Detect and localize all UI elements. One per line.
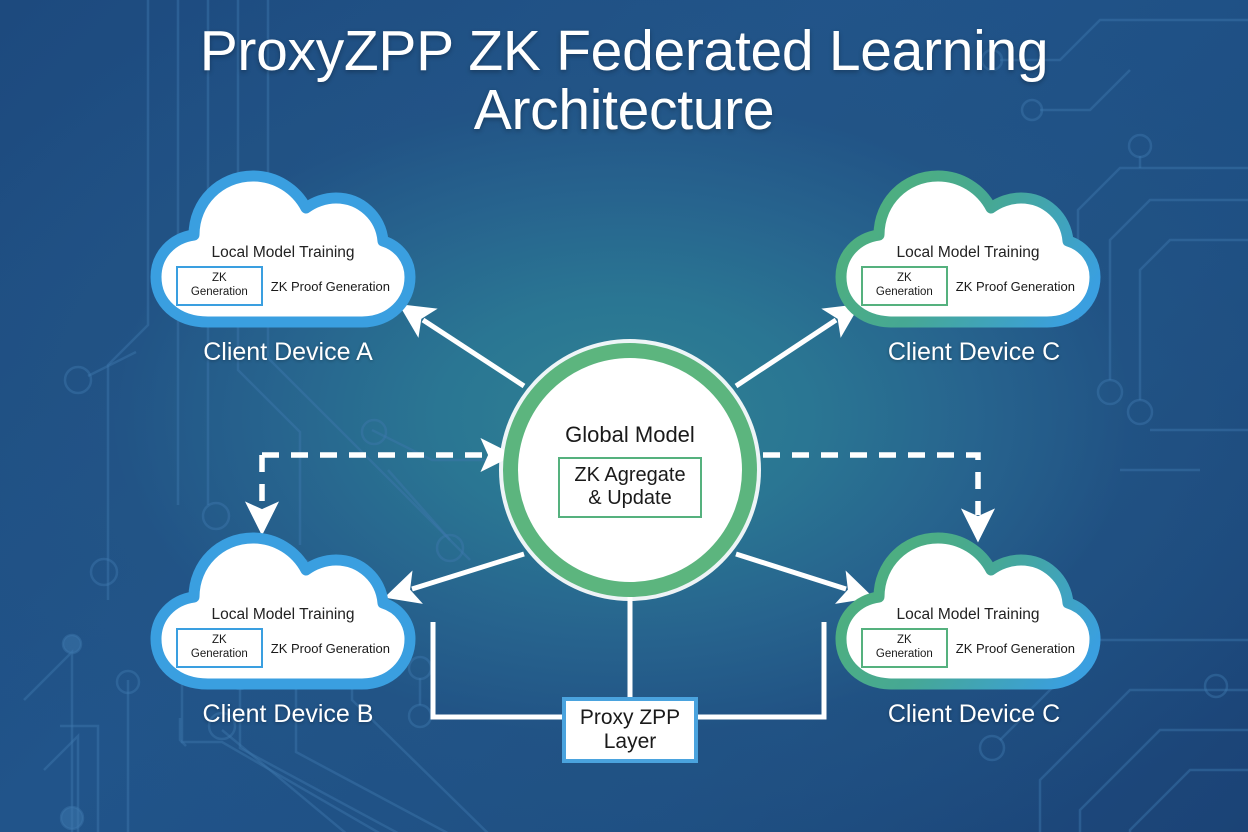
connector-circle-to-client-b [384,551,525,604]
zk-generation-box[interactable]: ZK Generation [861,628,948,668]
cloud-content-c-bottom: Local Model Training ZK Generation ZK Pr… [835,522,1101,694]
page-title-line-2: Architecture [473,78,775,143]
cloud-client-device-c-top[interactable]: Local Model Training ZK Generation ZK Pr… [835,160,1101,332]
zk-proof-generation-label: ZK Proof Generation [955,278,1075,294]
cloud-heading: Local Model Training [896,244,1040,261]
zk-box-line-2: Generation [875,648,933,660]
zk-box-line-1: ZK [212,272,227,285]
page-title-line-1: ProxyZPP ZK Federated Learning [199,19,1049,83]
connector-circle-to-client-c-top [734,304,861,389]
connector-circle-to-client-c-bottom [735,551,874,604]
zk-generation-box[interactable]: ZK Generation [861,266,948,306]
label-client-device-b: Client Device B [202,700,374,728]
label-client-device-c-bottom: Client Device C [887,700,1061,728]
label-client-device-c-top: Client Device C [887,338,1061,366]
cloud-heading: Local Model Training [211,606,355,623]
connector-proxy-to-right-cloud [698,622,827,720]
global-model-title: Global Model [565,422,695,448]
cloud-client-device-b[interactable]: Local Model Training ZK Generation ZK Pr… [150,522,416,694]
connector-right-dashed-elbow [763,452,996,543]
label-client-device-a: Client Device A [203,338,373,366]
proxy-layer-line-2: Layer [603,730,657,753]
zk-box-line-1: ZK [212,634,227,647]
cloud-content-b: Local Model Training ZK Generation ZK Pr… [150,522,416,694]
global-model-node[interactable]: Global Model ZK Agregate & Update [503,343,757,597]
cloud-content-a: Local Model Training ZK Generation ZK Pr… [150,160,416,332]
proxy-zpp-layer-node[interactable]: Proxy ZPP Layer [562,697,698,763]
zk-aggregate-line-1: ZK Agregate [574,464,686,487]
zk-box-line-2: Generation [875,286,933,298]
zk-row: ZK Generation ZK Proof Generation [861,628,1075,668]
connector-left-dashed-elbow [244,437,515,536]
zk-box-line-1: ZK [897,272,912,285]
proxy-layer-line-1: Proxy ZPP [579,705,681,729]
cloud-heading: Local Model Training [211,244,355,261]
zk-box-line-2: Generation [190,648,248,660]
connector-circle-to-client-a [398,304,526,389]
zk-aggregate-line-2: & Update [588,486,672,509]
zk-row: ZK Generation ZK Proof Generation [176,628,390,668]
connector-proxy-to-left-cloud [430,622,562,720]
cloud-client-device-a[interactable]: Local Model Training ZK Generation ZK Pr… [150,160,416,332]
zk-proof-generation-label: ZK Proof Generation [270,640,390,656]
zk-generation-box[interactable]: ZK Generation [176,628,263,668]
cloud-content-c-top: Local Model Training ZK Generation ZK Pr… [835,160,1101,332]
zk-row: ZK Generation ZK Proof Generation [861,266,1075,306]
zk-proof-generation-label: ZK Proof Generation [955,640,1075,656]
cloud-heading: Local Model Training [896,606,1040,623]
page-title: ProxyZPP ZK Federated Learning Architect… [0,19,1248,143]
zk-row: ZK Generation ZK Proof Generation [176,266,390,306]
zk-box-line-2: Generation [190,286,248,298]
cloud-client-device-c-bottom[interactable]: Local Model Training ZK Generation ZK Pr… [835,522,1101,694]
zk-proof-generation-label: ZK Proof Generation [270,278,390,294]
zk-generation-box[interactable]: ZK Generation [176,266,263,306]
zk-aggregate-update-box[interactable]: ZK Agregate & Update [558,457,702,518]
zk-box-line-1: ZK [897,634,912,647]
